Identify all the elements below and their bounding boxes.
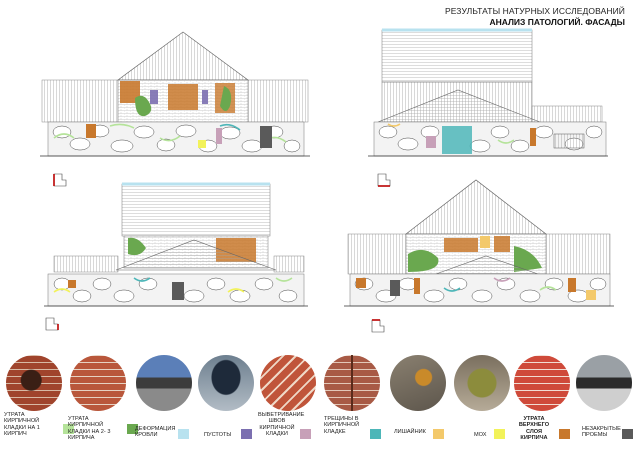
legend-label-voids: ПУСТОТЫ — [204, 432, 232, 438]
plan-marker-icon — [45, 317, 59, 331]
legend-swatch-cracks — [370, 429, 381, 439]
joint-photo-icon — [260, 355, 316, 411]
void-photo-icon — [198, 355, 254, 411]
opening-photo-icon — [576, 355, 632, 411]
header-subtitle: РЕЗУЛЬТАТЫ НАТУРНЫХ ИССЛЕДОВАНИЙ — [444, 6, 625, 16]
plan-marker-icon — [377, 173, 391, 187]
legend-label-open-openings: НЕЗАКРЫТЫЕ ПРОЕМЫ — [582, 426, 621, 439]
brick-surface-photo-icon — [514, 355, 570, 411]
legend-label-moss: МОХ — [474, 432, 487, 438]
plan-marker-icon — [371, 319, 385, 333]
brick-wall-photo-icon — [70, 355, 126, 411]
legend-label-top-layer-loss: УТРАТА ВЕРХНЕГО СЛОЯ КИРПИЧА — [518, 416, 550, 442]
page-header: РЕЗУЛЬТАТЫ НАТУРНЫХ ИССЛЕДОВАНИЙ АНАЛИЗ … — [445, 6, 625, 28]
legend-swatch-open-openings — [622, 429, 633, 439]
legend-swatch-brick-loss-2-3 — [127, 424, 138, 434]
legend: УТРАТА КИРПИЧНОЙ КЛАДКИ НА 1 КИРПИЧ УТРА… — [0, 350, 637, 450]
legend-swatch-top-layer-loss — [559, 429, 570, 439]
lichen-photo-icon — [390, 355, 446, 411]
roof-photo-icon — [136, 355, 192, 411]
header-title: АНАЛИЗ ПАТОЛОГИЙ. ФАСАДЫ — [489, 17, 625, 27]
crack-photo-icon — [324, 355, 380, 411]
legend-label-lichen: ЛИШАЙНИК — [394, 429, 426, 435]
moss-photo-icon — [454, 355, 510, 411]
elevation-rear-left — [44, 182, 308, 307]
legend-swatch-moss — [494, 429, 505, 439]
legend-swatch-voids — [241, 429, 252, 439]
legend-label-joint-weathering: ВЫВЕТРИВАНИЕ ШВОВ КИРПИЧНОЙ КЛАДКИ — [258, 412, 305, 438]
legend-label-cracks: ТРЕЩИНЫ В КИРПИЧНОЙ КЛАДКЕ — [324, 416, 360, 435]
elevation-front-left — [40, 31, 310, 157]
legend-label-brick-loss-1: УТРАТА КИРПИЧНОЙ КЛАДКИ НА 1 КИРПИЧ — [4, 412, 40, 438]
legend-label-brick-loss-2-3: УТРАТА КИРПИЧНОЙ КЛАДКИ НА 2- 3 КИРПИЧА — [68, 416, 111, 442]
legend-swatch-lichen — [433, 429, 444, 439]
elevation-front-right — [344, 179, 614, 307]
plan-marker-icon — [53, 173, 67, 187]
legend-swatch-joint-weathering — [300, 429, 311, 439]
legend-swatch-brick-loss-1 — [63, 424, 74, 434]
legend-swatch-roof-deformation — [178, 429, 189, 439]
elevation-side-right — [368, 28, 608, 157]
brick-hole-photo-icon — [6, 355, 62, 411]
legend-label-roof-deformation: ДЕФОРМАЦИЯ КРОВЛИ — [135, 426, 176, 439]
